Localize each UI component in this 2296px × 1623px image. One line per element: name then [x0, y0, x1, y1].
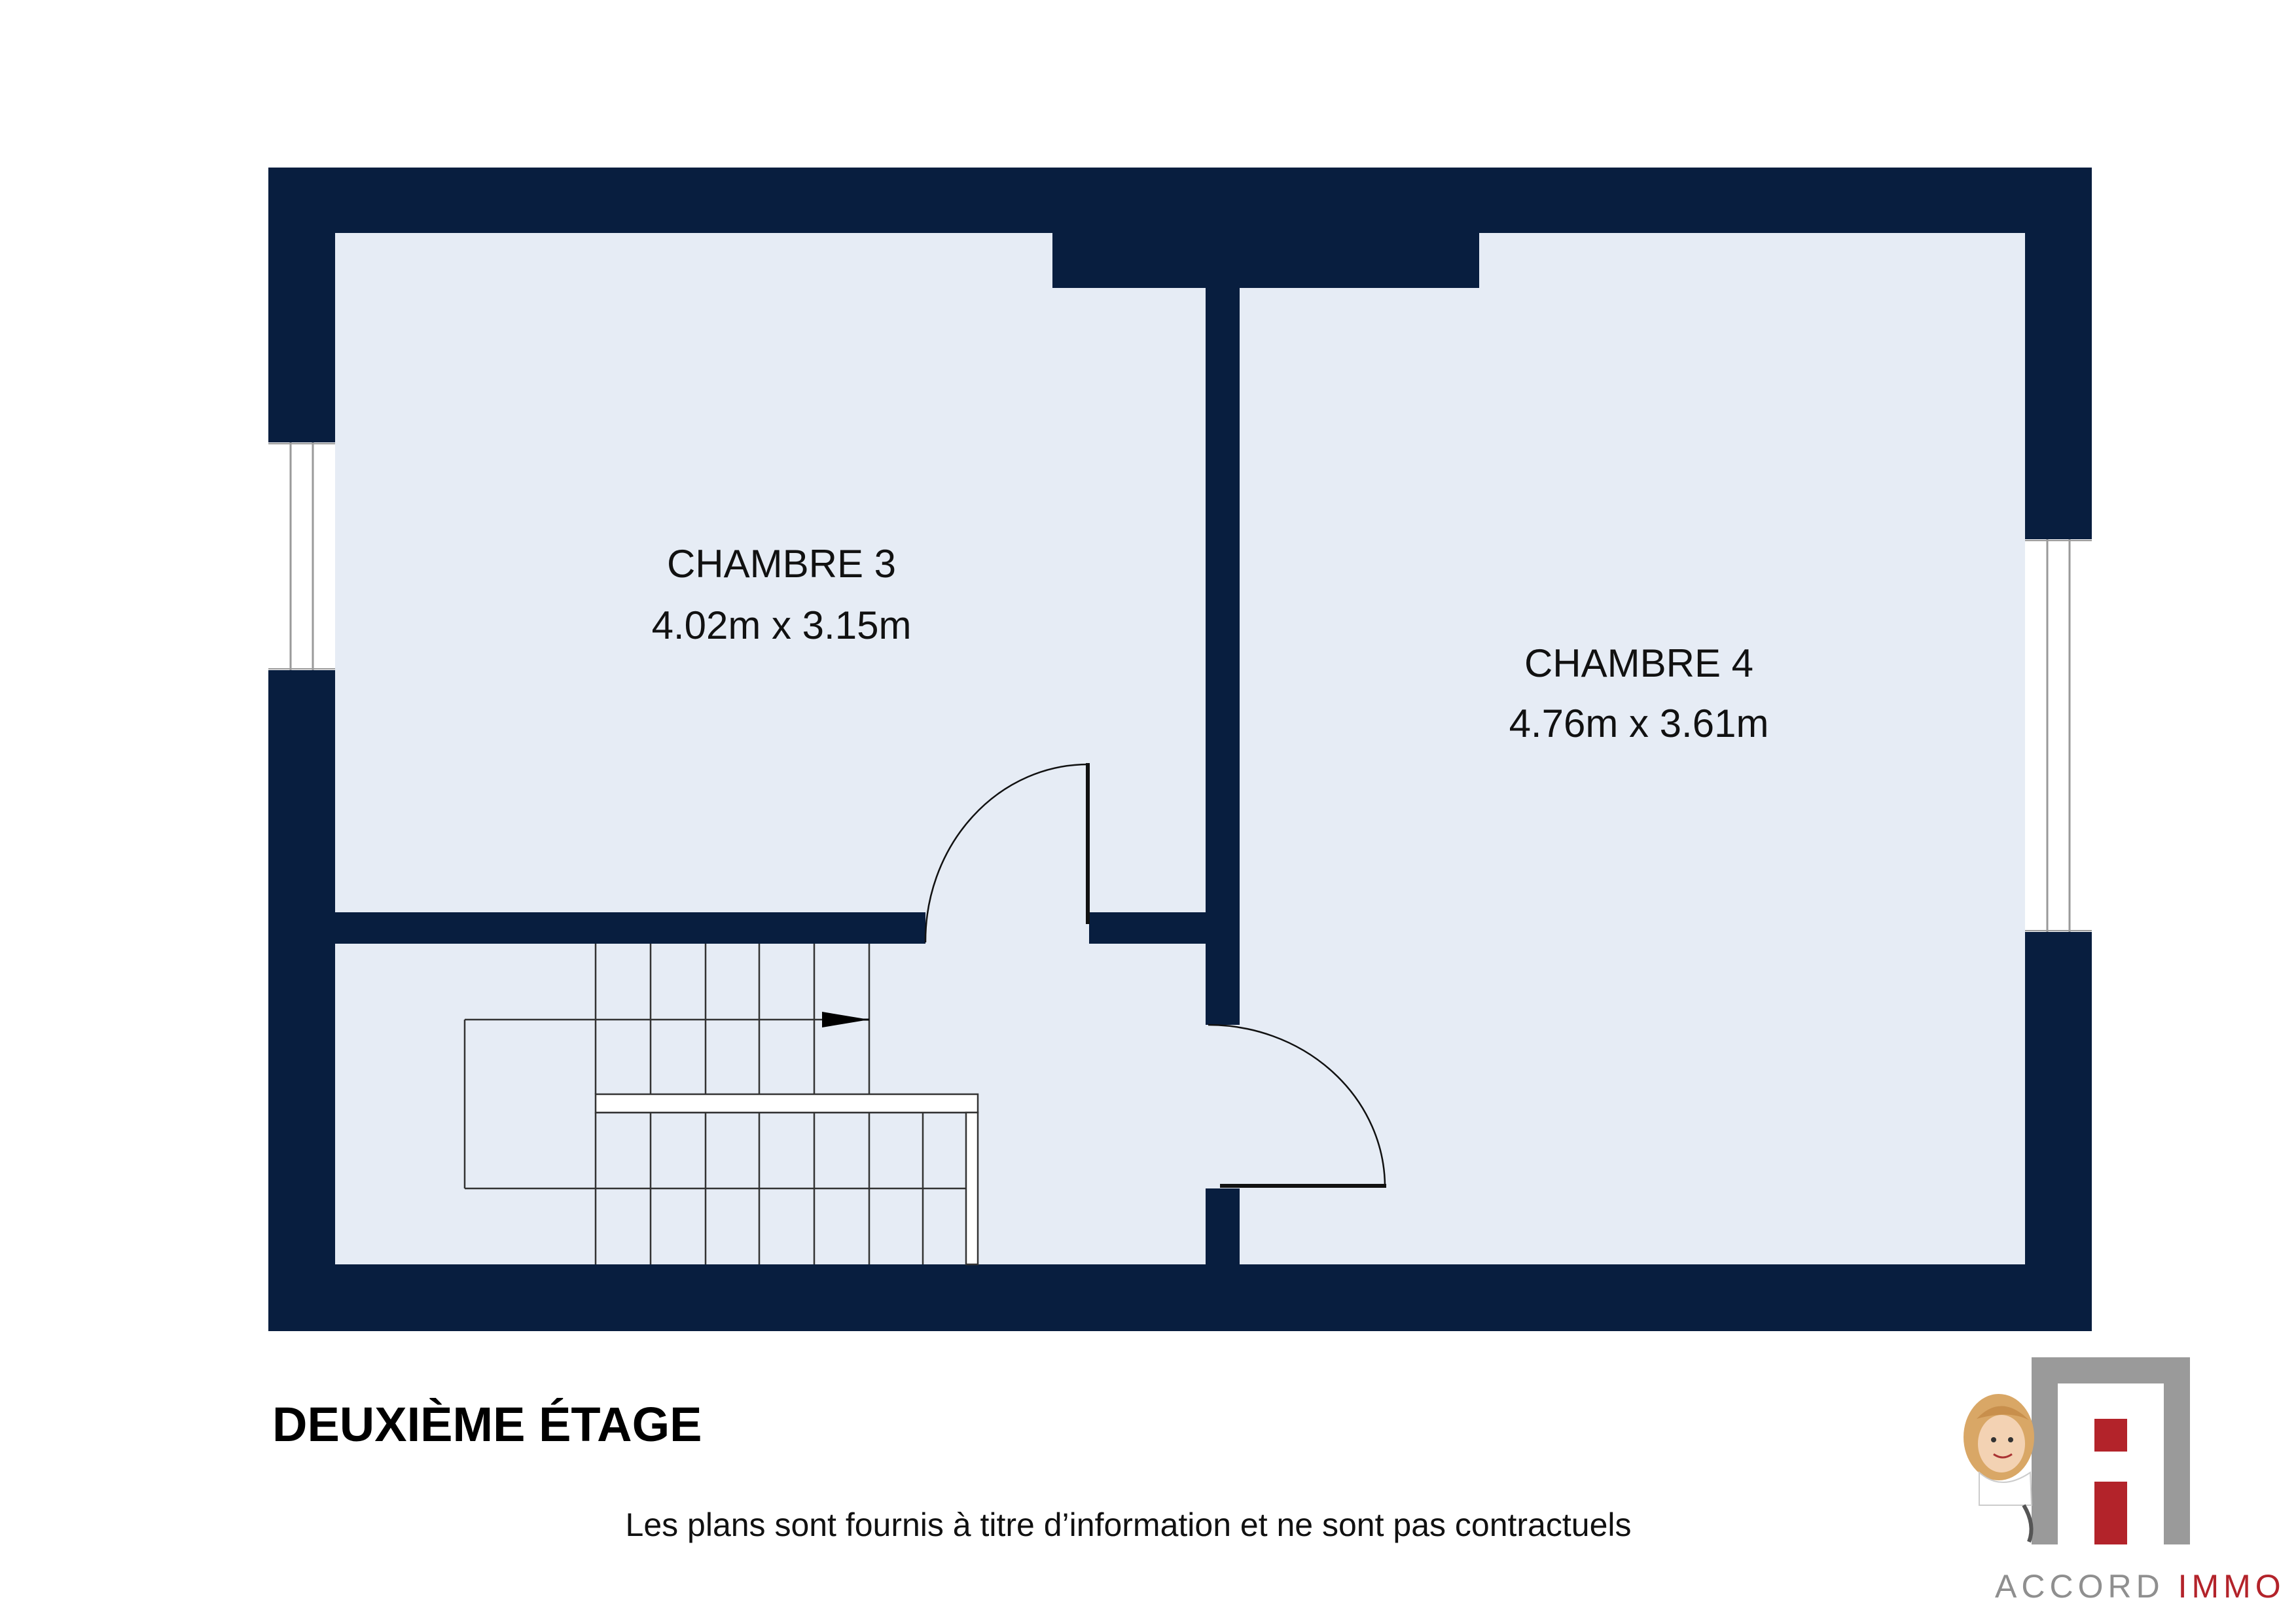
logo-building-icon: [2032, 1357, 2190, 1544]
stair-railing: [594, 1093, 979, 1266]
window-right: [2025, 539, 2092, 932]
window-left: [268, 442, 335, 670]
disclaimer-text: Les plans sont fournis à titre d’informa…: [0, 1506, 2296, 1544]
stair-arrow-icon: [822, 1012, 869, 1027]
brand-name-part-1: ACCORD: [1995, 1568, 2164, 1605]
door-chambre-3: [924, 763, 1090, 943]
logo-mascot-icon: [1964, 1394, 2034, 1543]
brand-name-part-2: IMMO: [2178, 1568, 2286, 1605]
door-chambre-4: [1208, 1024, 1386, 1188]
floor-title: DEUXIÈME ÉTAGE: [272, 1397, 702, 1452]
disclaimer-label: Les plans sont fournis à titre d’informa…: [625, 1507, 1632, 1543]
room-dimensions-chambre-3: 4.02m x 3.15m: [652, 603, 912, 647]
brand-name: ACCORD IMMO: [1995, 1567, 2286, 1605]
room-dimensions-chambre-4: 4.76m x 3.61m: [1509, 702, 1769, 745]
room-name-chambre-3: CHAMBRE 3: [667, 542, 896, 586]
room-name-chambre-4: CHAMBRE 4: [1524, 641, 1753, 685]
floor-areas: [335, 233, 2025, 1264]
